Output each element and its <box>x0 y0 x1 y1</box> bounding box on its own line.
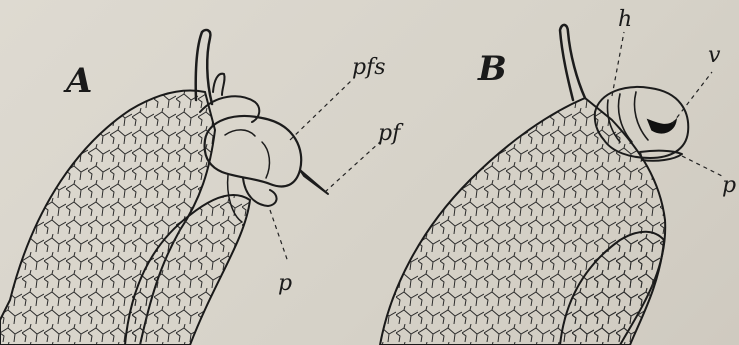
panel-b-tentacle <box>560 25 585 100</box>
panel-b-fold-3 <box>635 92 649 140</box>
panel-a-letter: A <box>63 61 92 101</box>
label-pfs: pfs <box>352 55 386 80</box>
panel-b: B h v p <box>380 7 736 345</box>
leader-pf <box>325 142 380 192</box>
panel-a-sheath-fold <box>225 130 255 136</box>
leader-v <box>672 72 712 124</box>
label-h: h <box>618 7 632 32</box>
leader-p-a <box>270 210 288 262</box>
label-v: v <box>708 43 721 68</box>
leader-h <box>612 32 624 96</box>
label-p-a: p <box>278 271 292 296</box>
panel-b-papilla <box>640 151 682 161</box>
panel-a-sheath-fold-2 <box>262 142 269 178</box>
panel-a-penis-sheath <box>205 116 302 186</box>
leader-pfs <box>290 80 352 140</box>
label-p-b: p <box>722 173 736 198</box>
label-pf: pf <box>378 121 404 146</box>
panel-a: A pfs pf p <box>0 30 404 345</box>
leader-p-b <box>682 156 722 176</box>
panel-b-letter: B <box>477 49 507 89</box>
panel-a-flagellum <box>300 170 328 194</box>
panel-a-stub <box>213 74 225 95</box>
panel-b-opening <box>648 120 676 133</box>
